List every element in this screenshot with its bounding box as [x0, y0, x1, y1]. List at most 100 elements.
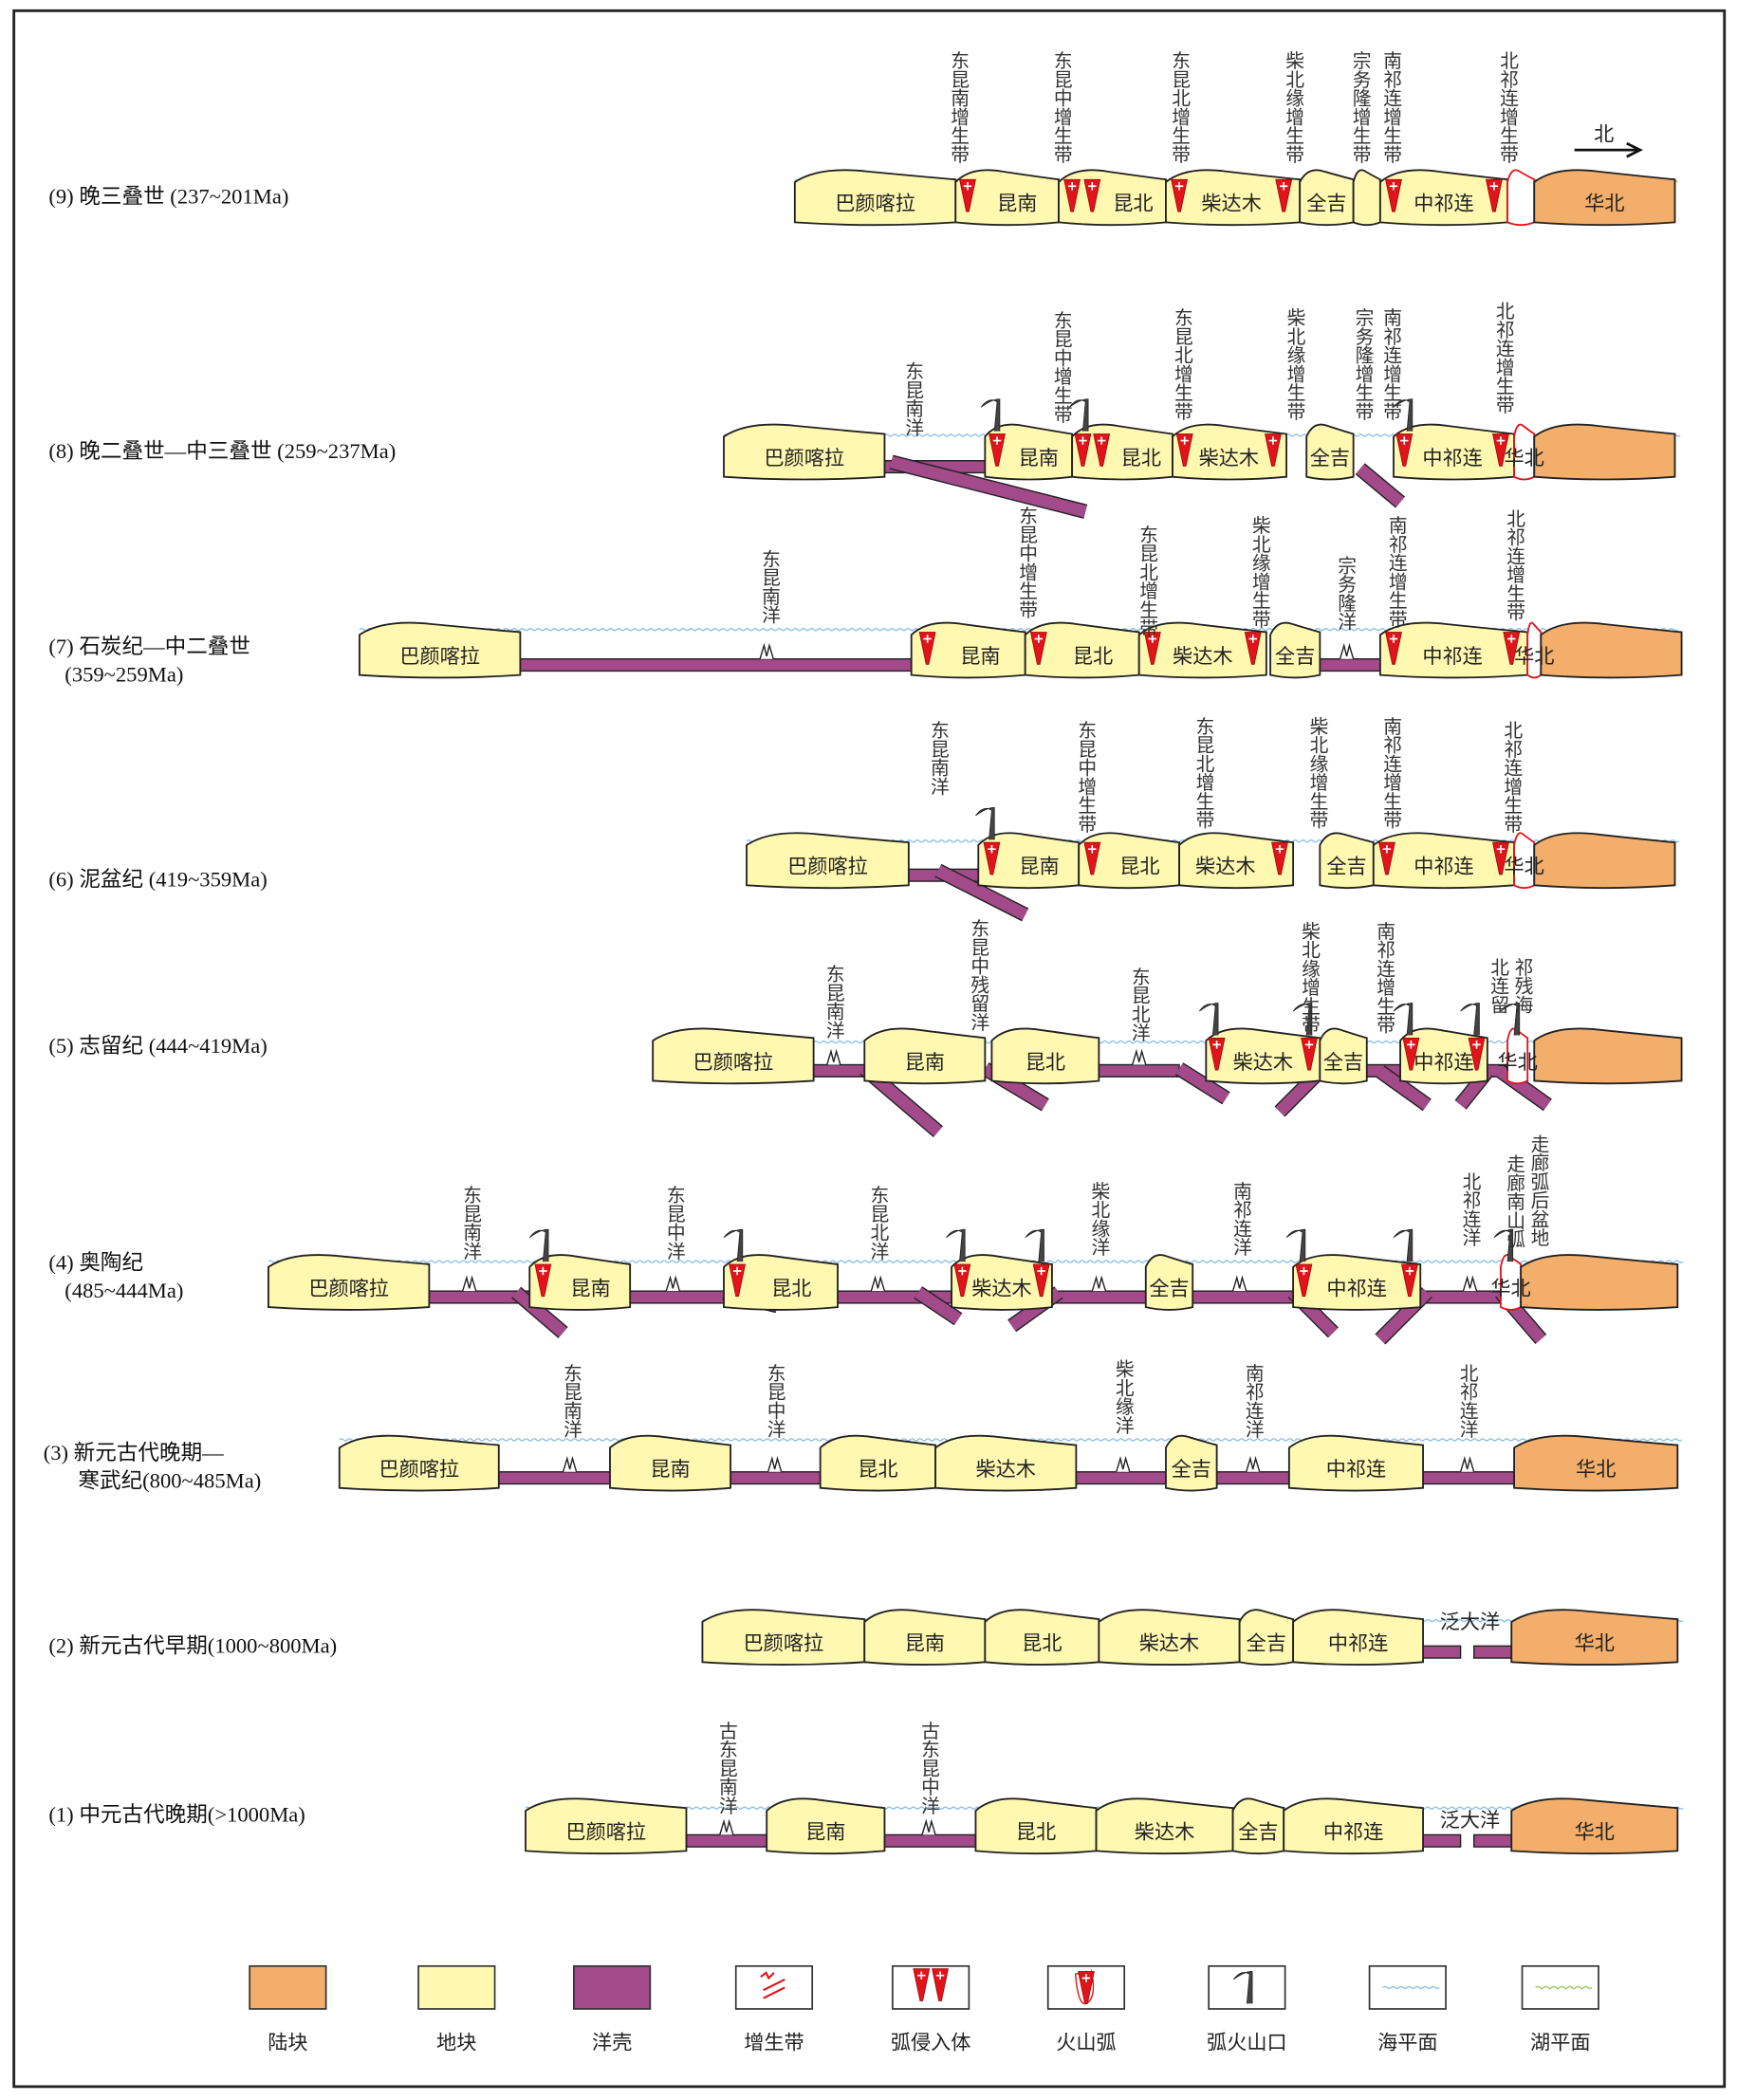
intrusion-cross — [1088, 182, 1097, 191]
oceanic-crust — [1419, 1290, 1502, 1304]
arc-intrusion-icon — [989, 433, 1006, 467]
mid-ocean-ridge — [1459, 1455, 1475, 1472]
zone-label: 古东昆中洋 — [918, 1721, 940, 1814]
block-label: 全吉 — [1149, 1276, 1189, 1299]
intrusion-cross — [1248, 635, 1257, 643]
zone-label: 柴北缘洋 — [1088, 1181, 1110, 1256]
intrusion-cross — [963, 182, 972, 191]
terrane-block — [1172, 423, 1287, 481]
legend-item: 弧侵入体 — [891, 1964, 970, 2054]
zone-label: 走廊弧后盆地 — [1527, 1134, 1549, 1247]
subducting-slab — [935, 865, 1028, 921]
block-label: 柴达木 — [1233, 1050, 1293, 1074]
terrane-block — [951, 1254, 1053, 1311]
terrane-block — [1305, 423, 1355, 481]
intrusion-cross — [1472, 1041, 1481, 1049]
intrusion-cross — [1304, 1041, 1314, 1049]
terrane-block — [1378, 621, 1529, 679]
legend-label: 弧火山口 — [1207, 2030, 1287, 2054]
zone-label: 东昆中洋 — [764, 1363, 785, 1438]
zone-label: 东昆南增生带 — [948, 51, 970, 164]
zone-label: 东昆南洋 — [822, 965, 844, 1040]
continent-block — [1513, 1434, 1679, 1492]
block-label: 柴达木 — [1195, 855, 1255, 878]
continent-block — [1533, 169, 1676, 227]
zone-label: 东昆南洋 — [759, 549, 781, 624]
ocean-label: 泛大洋 — [1440, 1808, 1500, 1832]
terrane-block — [1292, 1609, 1424, 1667]
legend-item: 地块 — [417, 1964, 496, 2054]
north-label: 北 — [1594, 121, 1614, 145]
intrusion-cross — [992, 436, 1002, 445]
subducting-slab — [512, 1287, 567, 1337]
block-label: 全吉 — [1323, 1050, 1363, 1074]
zone-label: 东昆南洋 — [460, 1186, 482, 1261]
intrusion-cross — [1148, 635, 1157, 643]
zone-label: 北祁连增生带 — [1501, 721, 1523, 834]
intrusion-cross — [1405, 1266, 1414, 1276]
block-label: 全吉 — [1306, 192, 1346, 215]
arc-intrusion-icon — [1385, 178, 1402, 212]
terrane-block — [974, 1797, 1098, 1855]
terrane-block — [609, 1434, 731, 1492]
arc-vent-icon — [1068, 398, 1089, 432]
block-label: 中祁连 — [1414, 855, 1473, 878]
oceanic-crust — [629, 1290, 725, 1304]
oceanic-crust — [1215, 1471, 1290, 1485]
intrusion-cross — [1037, 1266, 1045, 1276]
panel-title: (7) 石炭纪—中二叠世 — [48, 635, 250, 658]
zone-label: 东昆中残留洋 — [968, 919, 989, 1032]
legend-item: 洋壳 — [573, 1964, 652, 2054]
oceanic-crust — [1075, 1471, 1167, 1485]
oceanic-crust — [498, 1471, 611, 1485]
subducting-slab — [889, 455, 1087, 518]
block-label: 全吉 — [1238, 1820, 1278, 1844]
zone-label: 柴北缘增生带 — [1299, 921, 1321, 1034]
panel-9: (9) 晚三叠世 (237~201Ma)巴颜喀拉昆南昆北柴达木全吉中祁连华北东昆… — [48, 51, 1678, 227]
intrusion-cross — [732, 1266, 742, 1276]
zone-label: 宗务隆增生带 — [1349, 51, 1371, 164]
intrusion-cross — [917, 1971, 926, 1980]
block-label: 柴达木 — [1173, 644, 1232, 668]
block-label: 昆北 — [1073, 644, 1113, 668]
arc-intrusion-icon — [918, 632, 936, 665]
terrane-block — [1372, 832, 1515, 890]
terrane-block — [766, 1797, 886, 1855]
arc-vent-icon — [528, 1228, 549, 1262]
arc-vent-icon — [1292, 1003, 1313, 1036]
mid-ocean-ridge — [1246, 1455, 1261, 1472]
subducting-slab — [915, 1287, 962, 1325]
zone-label: 北祁连洋 — [1456, 1363, 1478, 1438]
arc-vent-icon — [1393, 1228, 1414, 1262]
block-label: 柴达木 — [1199, 446, 1259, 470]
terrane-block — [1137, 621, 1267, 679]
block-label: 巴颜喀拉 — [399, 644, 480, 668]
terrane-block — [863, 1609, 987, 1667]
intrusion-cross — [1097, 436, 1106, 445]
zone-label: 东昆北洋 — [867, 1186, 889, 1261]
arc-intrusion-icon — [913, 1968, 931, 2001]
arc-intrusion-icon — [932, 1968, 949, 2001]
block-label: 昆北 — [1121, 446, 1161, 470]
legend-label: 火山弧 — [1056, 2030, 1116, 2054]
terrane-block — [910, 621, 1026, 679]
block-label: 中祁连 — [1422, 644, 1482, 668]
block-label: 中祁连 — [1414, 192, 1473, 215]
intrusion-cross — [1407, 1041, 1415, 1049]
terrane-block — [863, 1027, 987, 1085]
frame — [12, 9, 1727, 2089]
sea-level-line — [1535, 1985, 1593, 1990]
block-label: 华北 — [1490, 1276, 1530, 1299]
arc-vent-icon — [975, 807, 995, 840]
intrusion-cross — [1174, 182, 1184, 191]
terrane-block — [1178, 832, 1295, 890]
arc-intrusion-icon — [1275, 178, 1293, 212]
terrane-block — [1098, 1609, 1241, 1667]
block-label: 巴颜喀拉 — [308, 1276, 389, 1299]
arc-intrusion-icon — [1378, 841, 1395, 875]
intrusion-cross — [1275, 844, 1284, 854]
oceanic-crust — [1192, 1290, 1294, 1304]
terrane-block — [1205, 1027, 1321, 1085]
intrusion-cross — [1300, 1266, 1308, 1276]
